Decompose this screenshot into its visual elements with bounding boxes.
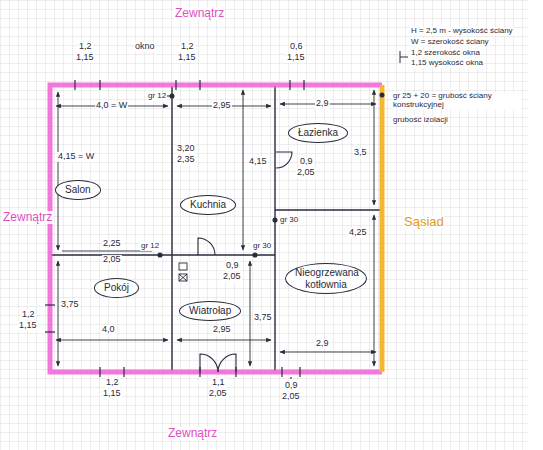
room-name: Pokój [104, 282, 129, 294]
dimension-label: 2,95 [212, 101, 232, 111]
dimension-label: 2,05 [102, 255, 122, 265]
dimension-label: 1,2 [180, 42, 195, 52]
legend-note: W = szerokość ściany [410, 38, 490, 47]
dimension-label: 1,1 [211, 378, 226, 388]
room-name: Salon [65, 184, 91, 196]
dimension-label: 2,05 [208, 389, 228, 399]
legend-note: grubość izolacji [392, 116, 449, 125]
side-label: Zewnątrz [2, 211, 53, 224]
dimension-label: 1,2 [105, 378, 120, 388]
dimension-label: 1,15 [18, 321, 38, 331]
room-label: Nieogrzewana kotłownia [285, 263, 367, 294]
dimension-label: gr 12 [140, 242, 160, 251]
outer-wall [50, 85, 382, 372]
dimension-label: 3,75 [253, 313, 273, 323]
dimension-label: 0,9 [284, 381, 299, 391]
dimension-label: 1,2 [21, 310, 36, 320]
dimension-label: 1,15 [286, 53, 306, 63]
dimension-label: 0,6 [289, 42, 304, 52]
dimension-label: 3,5 [353, 148, 368, 158]
dimension-lines [56, 90, 376, 366]
dimension-label: 2,95 [212, 325, 232, 335]
room-label: Wiatrołap [179, 301, 241, 321]
room-label: Salon [55, 180, 101, 200]
dimension-label: 4,0 = W [95, 101, 128, 111]
dimension-label: gr 30 [252, 242, 272, 251]
room-label: Pokój [94, 278, 139, 298]
dimension-label: 4,15 = W [57, 152, 95, 162]
side-label: Sąsiad [403, 215, 445, 229]
dimension-label: 4,15 [248, 157, 268, 167]
dimension-label: gr 30 [279, 216, 299, 225]
dimension-label: 4,0 [101, 325, 116, 335]
openings [45, 80, 304, 379]
legend-note: H = 2,5 m - wysokość ściany [410, 27, 514, 36]
dimension-label: 0,9 [225, 261, 240, 271]
dimension-label: 2,05 [281, 392, 301, 402]
dimension-label: 1,15 [75, 53, 95, 63]
dimension-label: 2,9 [315, 339, 330, 349]
legend-note: 1,2 szerokość okna [410, 49, 481, 58]
dimension-label: 2,05 [296, 168, 316, 178]
party-wall [380, 85, 385, 372]
dimension-label: gr 12 [147, 92, 167, 101]
dimension-label: 2,35 [176, 155, 196, 165]
grid-paper [0, 0, 528, 450]
wall-dot [380, 93, 385, 98]
room-name: Wiatrołap [189, 305, 231, 317]
dimension-label: 3,20 [176, 144, 196, 154]
dimension-label: 3,75 [60, 300, 80, 310]
dimension-label: 0,9 [299, 157, 314, 167]
dimension-label: 2,05 [222, 272, 242, 282]
legend-bracket [400, 51, 408, 63]
room-name: Nieogrzewana kotłownia [295, 267, 357, 290]
dimension-label: 1,2 [78, 42, 93, 52]
room-label: Kuchnia [180, 195, 236, 215]
dimension-label: 4,25 [348, 228, 368, 238]
legend-note: gr 25 + 20 = grubość ściany konstrukcyjn… [392, 92, 522, 110]
fixture [179, 263, 187, 281]
dimension-label: 2,9 [315, 99, 330, 109]
side-label: Zewnątrz [174, 7, 225, 20]
legend-note: 1,15 wysokość okna [410, 59, 484, 68]
dimension-label: 1,15 [102, 389, 122, 399]
room-name: Łazienka [298, 127, 338, 139]
room-label: Łazienka [288, 123, 348, 143]
dimension-label: 1,15 [177, 53, 197, 63]
door-swings [158, 94, 292, 372]
side-label: Zewnątrz [167, 427, 218, 440]
dimension-label: 2,25 [102, 239, 122, 249]
room-name: Kuchnia [190, 199, 226, 211]
dimension-label: okno [134, 42, 156, 52]
interior-walls [51, 86, 381, 371]
